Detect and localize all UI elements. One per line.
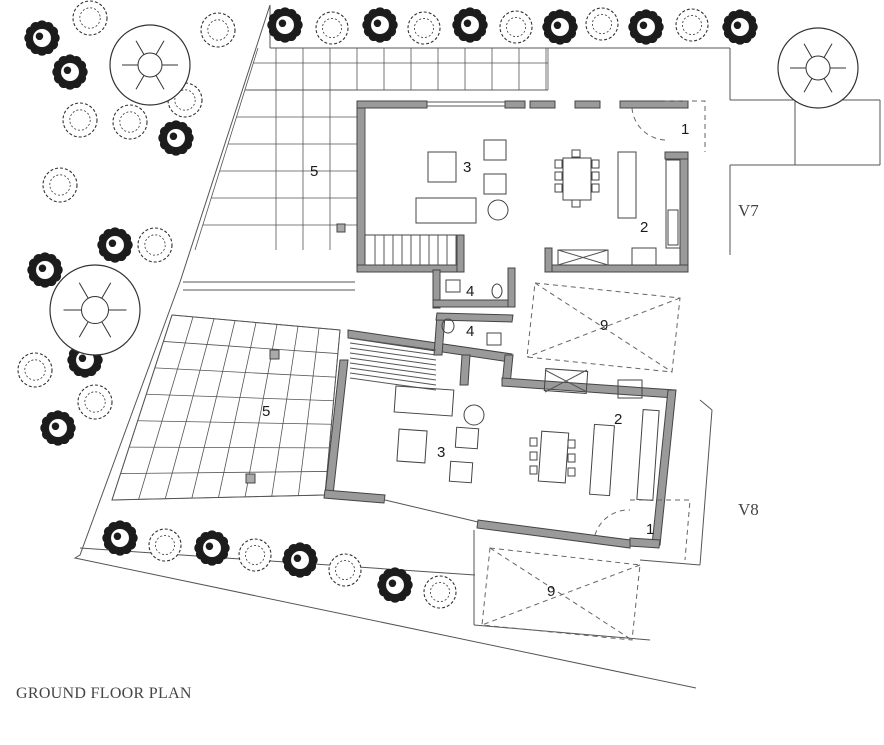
v7-room-4-label: 4 [466, 283, 474, 300]
v8-terrace-grid [111, 314, 341, 501]
v7-room-3-label: 3 [463, 159, 471, 176]
v8-room-5-label: 5 [262, 403, 270, 420]
v8-room-labels: 1 2 3 4 5 9 [262, 323, 654, 600]
plan-caption: GROUND FLOOR PLAN [16, 685, 192, 702]
site-boundary [73, 4, 881, 689]
v8-room-4-label: 4 [466, 323, 474, 340]
v7-room-labels: 1 2 3 4 5 9 [310, 121, 689, 334]
v7-room-5-label: 5 [310, 163, 318, 180]
v8-room-1-label: 1 [646, 521, 654, 538]
v7-room-1-label: 1 [681, 121, 689, 138]
unit-label-v8: V8 [738, 500, 759, 519]
v8-house [323, 312, 691, 561]
v8-room-3-label: 3 [437, 444, 445, 461]
v7-room-9-label: 9 [600, 317, 608, 334]
v7-house [336, 100, 706, 309]
parking-spaces [481, 282, 681, 641]
v8-room-9-label: 9 [547, 583, 555, 600]
v8-room-2-label: 2 [614, 411, 622, 428]
v7-room-2-label: 2 [640, 219, 648, 236]
v7-terrace-grid [194, 47, 549, 251]
unit-label-v7: V7 [738, 201, 759, 220]
vegetation [17, 0, 859, 609]
